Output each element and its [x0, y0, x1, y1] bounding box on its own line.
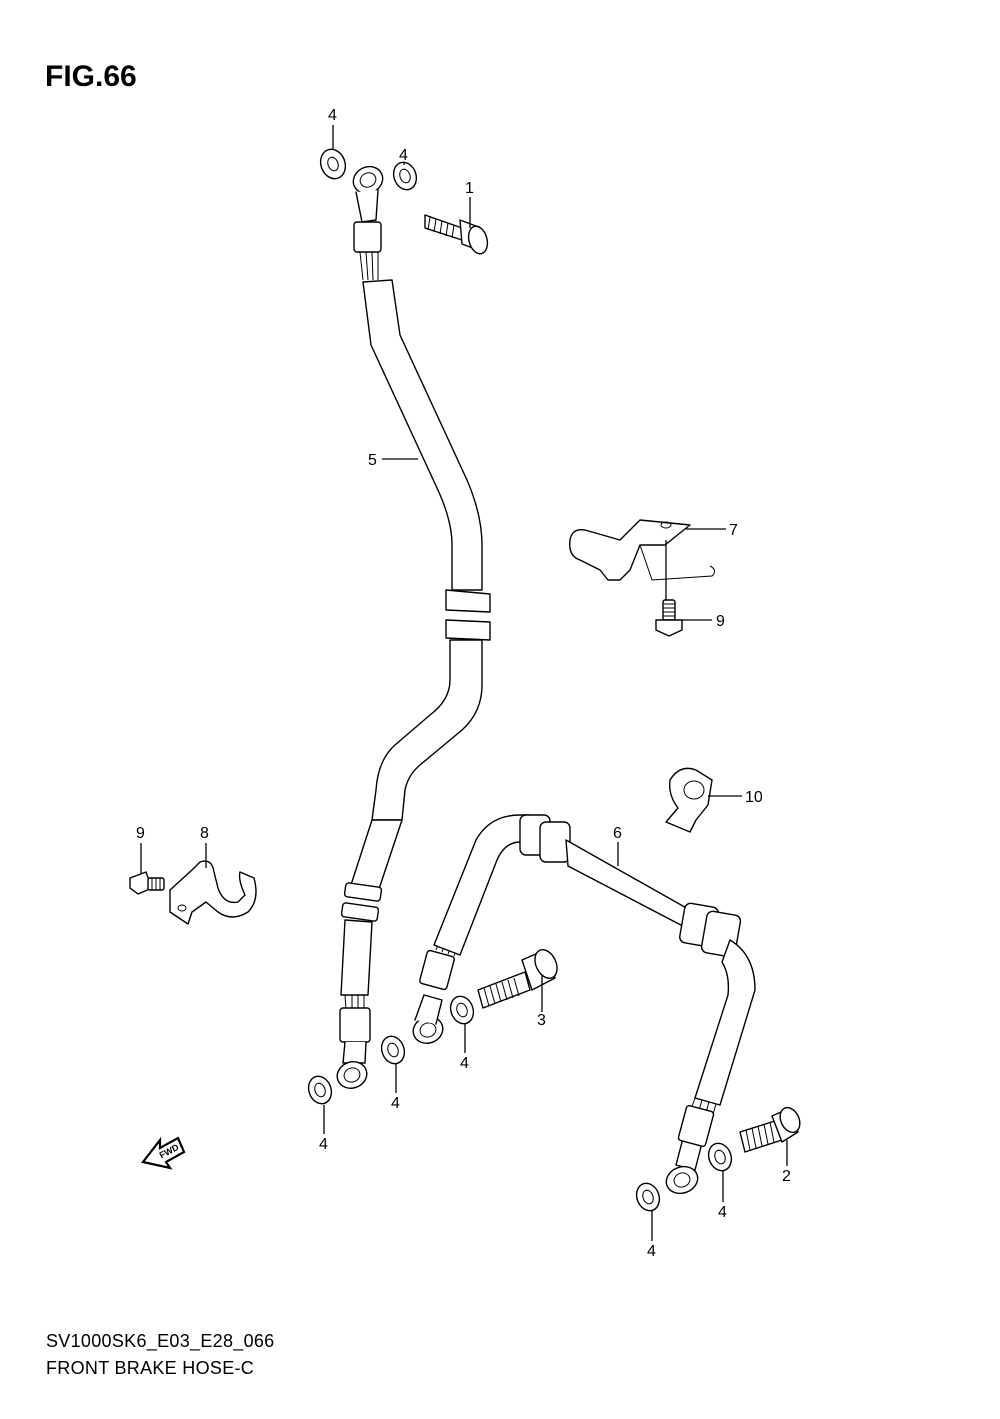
clip-10 [665, 767, 713, 833]
callout-4: 4 [460, 1055, 469, 1072]
callout-5: 5 [368, 452, 377, 469]
washer-4 [380, 1035, 406, 1065]
clamp-8 [169, 860, 257, 925]
callout-numbers: 4 4 1 5 7 9 10 6 8 9 3 4 4 4 2 4 4 [136, 107, 791, 1260]
union-bolt-1 [424, 214, 489, 255]
figure-title: FIG.66 [45, 60, 137, 93]
callout-2: 2 [782, 1168, 791, 1185]
callout-6: 6 [613, 825, 622, 842]
washers [307, 148, 733, 1212]
washer-6 [635, 1182, 661, 1212]
clamp-7 [569, 519, 716, 581]
union-bolt-3 [477, 949, 558, 1009]
callout-10: 10 [745, 789, 763, 806]
washer-7 [707, 1142, 733, 1172]
figure-code: SV1000SK6_E03_E28_066 [46, 1331, 275, 1351]
fwd-arrow-icon: FWD [141, 1136, 186, 1170]
bolt-9-right [655, 599, 683, 637]
washer-5 [449, 995, 475, 1025]
figure-name: FRONT BRAKE HOSE-C [46, 1358, 255, 1378]
callout-9: 9 [136, 825, 145, 842]
washer-1 [319, 148, 347, 180]
callout-8: 8 [200, 825, 209, 842]
callout-1: 1 [465, 180, 474, 197]
callout-4: 4 [718, 1204, 727, 1221]
union-bolt-2 [739, 1106, 801, 1153]
callout-4: 4 [319, 1136, 328, 1153]
callout-3: 3 [537, 1012, 546, 1029]
brake-hose-upper [336, 165, 491, 1089]
bolt-9-left [129, 871, 165, 895]
washer-2 [392, 161, 418, 191]
brake-hose-lower [412, 814, 756, 1195]
callout-4: 4 [399, 147, 408, 164]
callout-4: 4 [391, 1095, 400, 1112]
callout-4: 4 [328, 107, 337, 124]
callout-4: 4 [647, 1243, 656, 1260]
callout-7: 7 [729, 522, 738, 539]
leader-lines [140, 125, 788, 1241]
washer-3 [307, 1075, 333, 1105]
callout-9: 9 [716, 613, 725, 630]
